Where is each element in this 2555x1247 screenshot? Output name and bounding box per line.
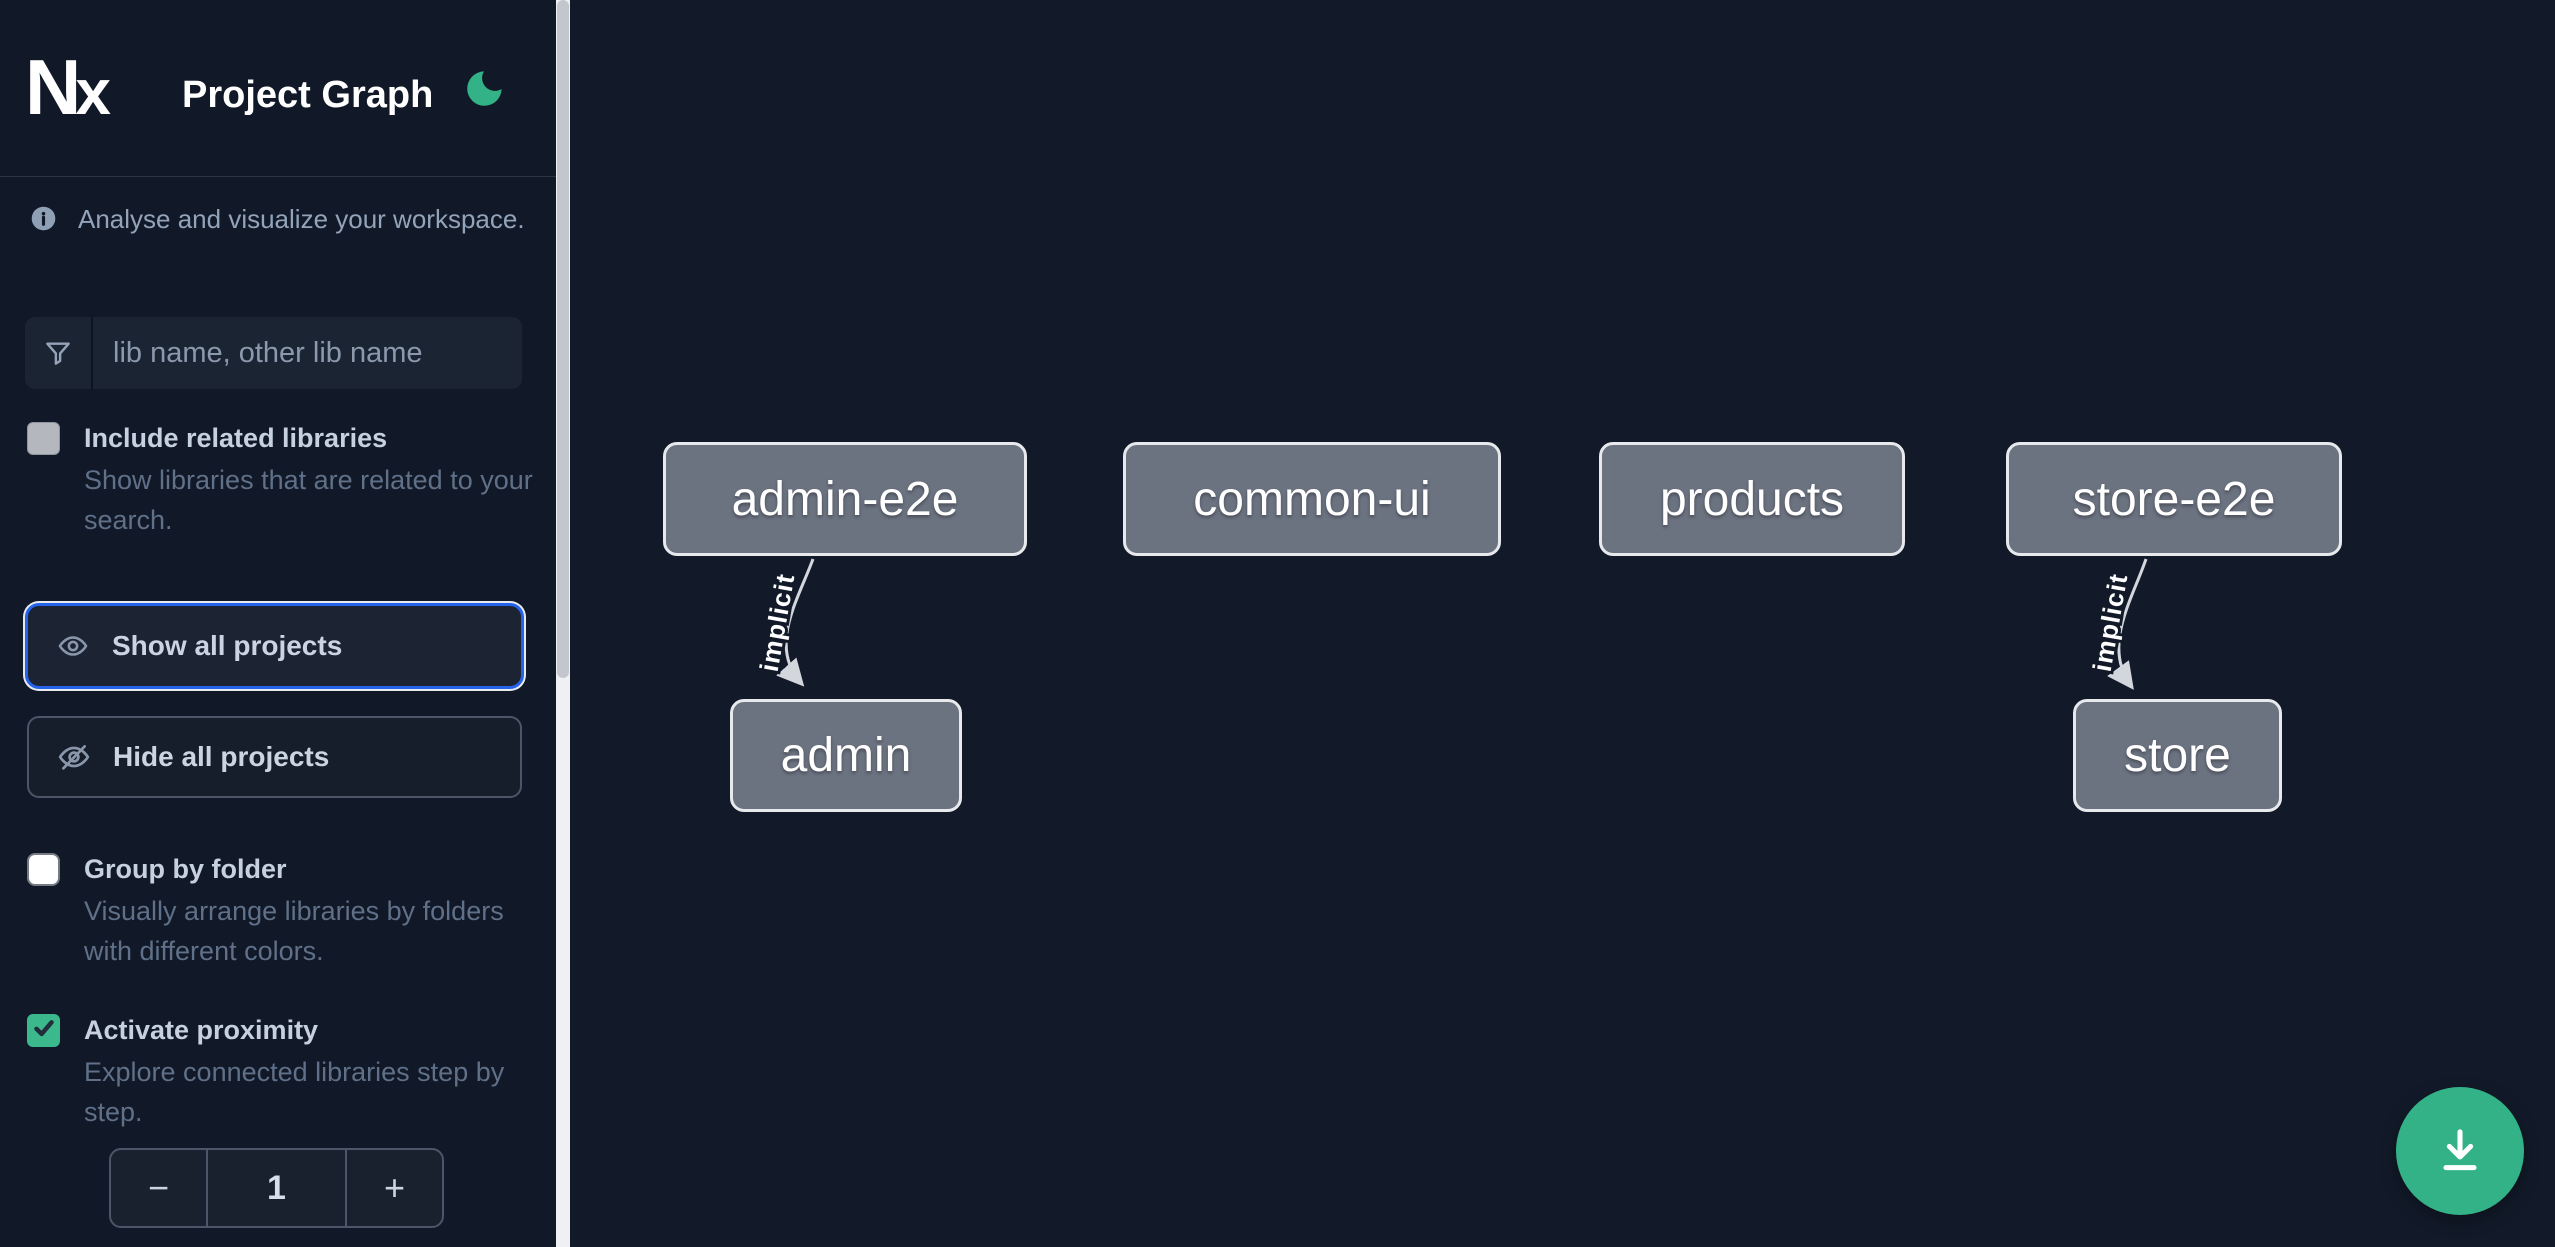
node-label: admin bbox=[780, 729, 912, 782]
workspace-info-row: Analyse and visualize your workspace. bbox=[30, 203, 530, 235]
toggle-description: Show libraries that are related to your … bbox=[84, 465, 533, 535]
info-icon bbox=[30, 205, 57, 232]
toggle-description: Explore connected libraries step by step… bbox=[84, 1057, 505, 1127]
graph-node-store[interactable]: store bbox=[2073, 699, 2282, 812]
eye-icon bbox=[54, 629, 94, 663]
edge-label-implicit[interactable]: implicit bbox=[751, 568, 804, 677]
node-label: admin-e2e bbox=[731, 472, 959, 526]
nx-logo-x: x bbox=[75, 56, 111, 128]
checkmark-icon bbox=[31, 1015, 57, 1046]
toggle-label[interactable]: Group by folder bbox=[84, 854, 287, 884]
node-label: store bbox=[2124, 729, 2231, 782]
decrement-button[interactable]: − bbox=[111, 1150, 208, 1226]
show-all-projects-label: Show all projects bbox=[112, 630, 343, 661]
hide-all-projects-label: Hide all projects bbox=[113, 741, 330, 772]
hide-all-projects-button[interactable]: Hide all projects bbox=[27, 716, 522, 798]
moon-icon bbox=[460, 70, 508, 116]
page-title: Project Graph bbox=[182, 74, 434, 116]
node-label: store-e2e bbox=[2072, 472, 2276, 526]
activate-proximity-checkbox[interactable] bbox=[27, 1014, 60, 1047]
toggle-description: Visually arrange libraries by folders wi… bbox=[84, 896, 504, 966]
toggle-label[interactable]: Activate proximity bbox=[84, 1015, 319, 1045]
proximity-depth-value: 1 bbox=[267, 1168, 286, 1207]
group-by-folder-checkbox[interactable] bbox=[27, 853, 60, 886]
toggle-include-related-libraries: Include related libraries Show libraries… bbox=[27, 420, 534, 540]
edge-label-implicit[interactable]: implicit bbox=[2084, 568, 2137, 677]
filter-funnel-icon bbox=[25, 317, 93, 389]
show-all-projects-button[interactable]: Show all projects bbox=[25, 603, 524, 689]
include-related-checkbox[interactable] bbox=[27, 422, 60, 455]
sidebar-scrollbar-thumb[interactable] bbox=[557, 0, 569, 678]
toggle-label[interactable]: Include related libraries bbox=[84, 423, 388, 453]
graph-canvas[interactable]: implicit implicit admin-e2e common-ui pr… bbox=[570, 0, 2555, 1247]
download-icon bbox=[2431, 1121, 2489, 1182]
sidebar-scrollbar[interactable] bbox=[556, 0, 570, 1247]
graph-node-admin-e2e[interactable]: admin-e2e bbox=[663, 442, 1027, 556]
graph-node-common-ui[interactable]: common-ui bbox=[1123, 442, 1501, 556]
proximity-depth-stepper: − 1 + bbox=[109, 1148, 444, 1228]
workspace-info-text: Analyse and visualize your workspace. bbox=[78, 204, 525, 234]
graph-edges-layer: implicit implicit bbox=[751, 558, 2148, 690]
graph-node-store-e2e[interactable]: store-e2e bbox=[2006, 442, 2342, 556]
sidebar: Nx Project Graph Analyse and visualize y… bbox=[0, 0, 570, 1247]
toggle-group-by-folder: Group by folder Visually arrange librari… bbox=[27, 851, 534, 971]
download-graph-image-button[interactable] bbox=[2396, 1087, 2524, 1215]
node-label: products bbox=[1659, 472, 1845, 526]
search-box bbox=[25, 317, 522, 389]
node-label: common-ui bbox=[1193, 472, 1431, 526]
graph-node-admin[interactable]: admin bbox=[730, 699, 962, 812]
nx-logo: Nx bbox=[25, 42, 145, 132]
search-input[interactable] bbox=[93, 317, 522, 389]
eye-off-icon bbox=[55, 740, 95, 774]
increment-button[interactable]: + bbox=[345, 1150, 442, 1226]
edge-store-e2e-to-store bbox=[2107, 558, 2148, 690]
nx-logo-n: N bbox=[25, 43, 81, 131]
sidebar-header: Nx Project Graph bbox=[0, 0, 556, 177]
toggle-activate-proximity: Activate proximity Explore connected lib… bbox=[27, 1012, 534, 1132]
edge-admin-e2e-to-admin bbox=[776, 558, 815, 687]
graph-node-products[interactable]: products bbox=[1599, 442, 1905, 556]
theme-toggle-button[interactable] bbox=[458, 64, 510, 116]
